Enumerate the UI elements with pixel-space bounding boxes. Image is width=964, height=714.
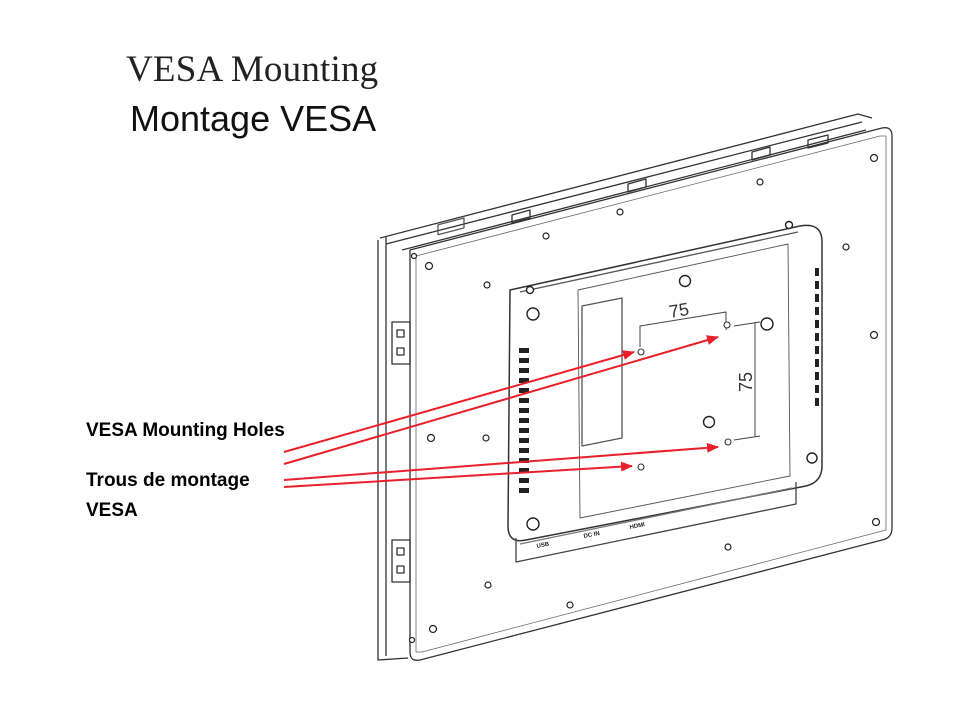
vent-slots-right <box>815 268 819 406</box>
port-label-hdmi: HDMI <box>629 522 646 531</box>
arrow-to-bottom-left-hole <box>283 461 633 488</box>
callout-arrows <box>283 335 719 488</box>
monitor-top-edge <box>379 113 873 239</box>
title-english: VESA Mounting <box>126 49 379 90</box>
vesa-hole-bottom-left <box>637 463 645 471</box>
vesa-hole-bottom-right <box>724 438 732 446</box>
label-vesa-mounting-holes: VESA Mounting Holes <box>86 420 285 441</box>
monitor-back-panel <box>409 127 893 661</box>
port-label-usb: USB <box>536 542 550 550</box>
vesa-module <box>507 224 823 542</box>
dimension-horizontal: 75 <box>667 299 690 322</box>
arrow-to-bottom-right-hole <box>283 442 719 481</box>
dimension-vertical: 75 <box>736 372 756 392</box>
module-holes <box>525 220 818 531</box>
vesa-holes <box>637 321 732 471</box>
vesa-hole-top-left <box>637 348 645 356</box>
title-french: Montage VESA <box>130 98 377 139</box>
label-trous-de-montage: Trous de montage <box>86 470 250 491</box>
monitor-left-edge <box>377 240 409 661</box>
vesa-hole-top-right <box>723 321 731 329</box>
arrow-to-top-left-hole <box>283 350 635 453</box>
label-vesa: VESA <box>86 500 138 521</box>
panel-screws <box>408 153 881 644</box>
vent-slots-left <box>519 348 529 493</box>
port-label-power: DC IN <box>583 531 600 540</box>
arrow-to-top-right-hole <box>283 335 719 465</box>
